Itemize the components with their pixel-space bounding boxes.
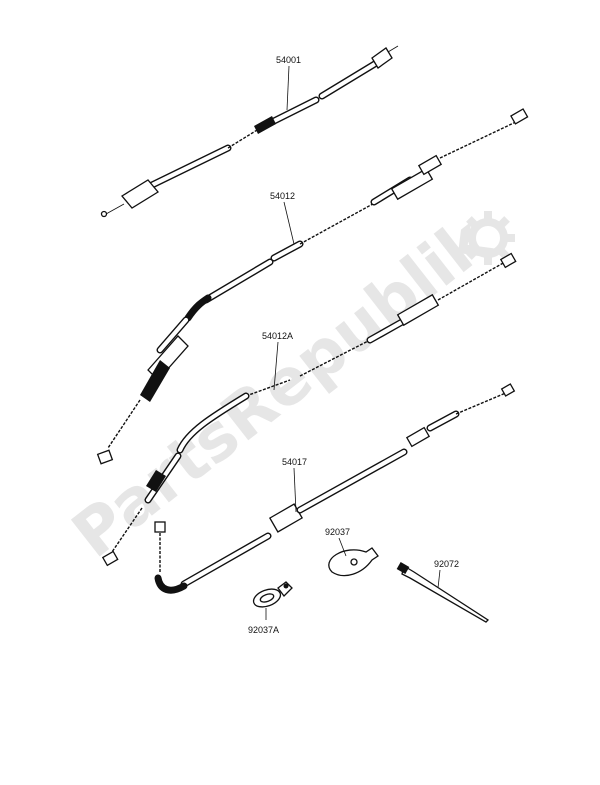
- label-54012: 54012: [270, 191, 295, 201]
- label-54017: 54017: [282, 457, 307, 467]
- leader-54001: [286, 65, 290, 111]
- label-92037: 92037: [325, 527, 350, 537]
- choke-cable-54017[interactable]: [154, 383, 516, 594]
- leader-54012A: [273, 341, 279, 391]
- watermark-gear-icon: [461, 211, 515, 265]
- label-54001: 54001: [276, 55, 301, 65]
- grommet-92037A[interactable]: [251, 581, 293, 610]
- leader-54012: [283, 201, 295, 245]
- leader-92037: [338, 537, 347, 557]
- label-92037A: 92037A: [248, 625, 279, 635]
- label-54012A: 54012A: [262, 331, 293, 341]
- throttle-cable-54012A[interactable]: [101, 252, 517, 567]
- leader-92072: [437, 569, 441, 589]
- leader-54017: [293, 467, 297, 513]
- speedometer-cable-54001[interactable]: [100, 45, 399, 218]
- clamp-92037[interactable]: [328, 547, 379, 577]
- label-92072: 92072: [434, 559, 459, 569]
- throttle-cable-54012[interactable]: [96, 108, 529, 465]
- cable-tie-92072[interactable]: [396, 562, 490, 623]
